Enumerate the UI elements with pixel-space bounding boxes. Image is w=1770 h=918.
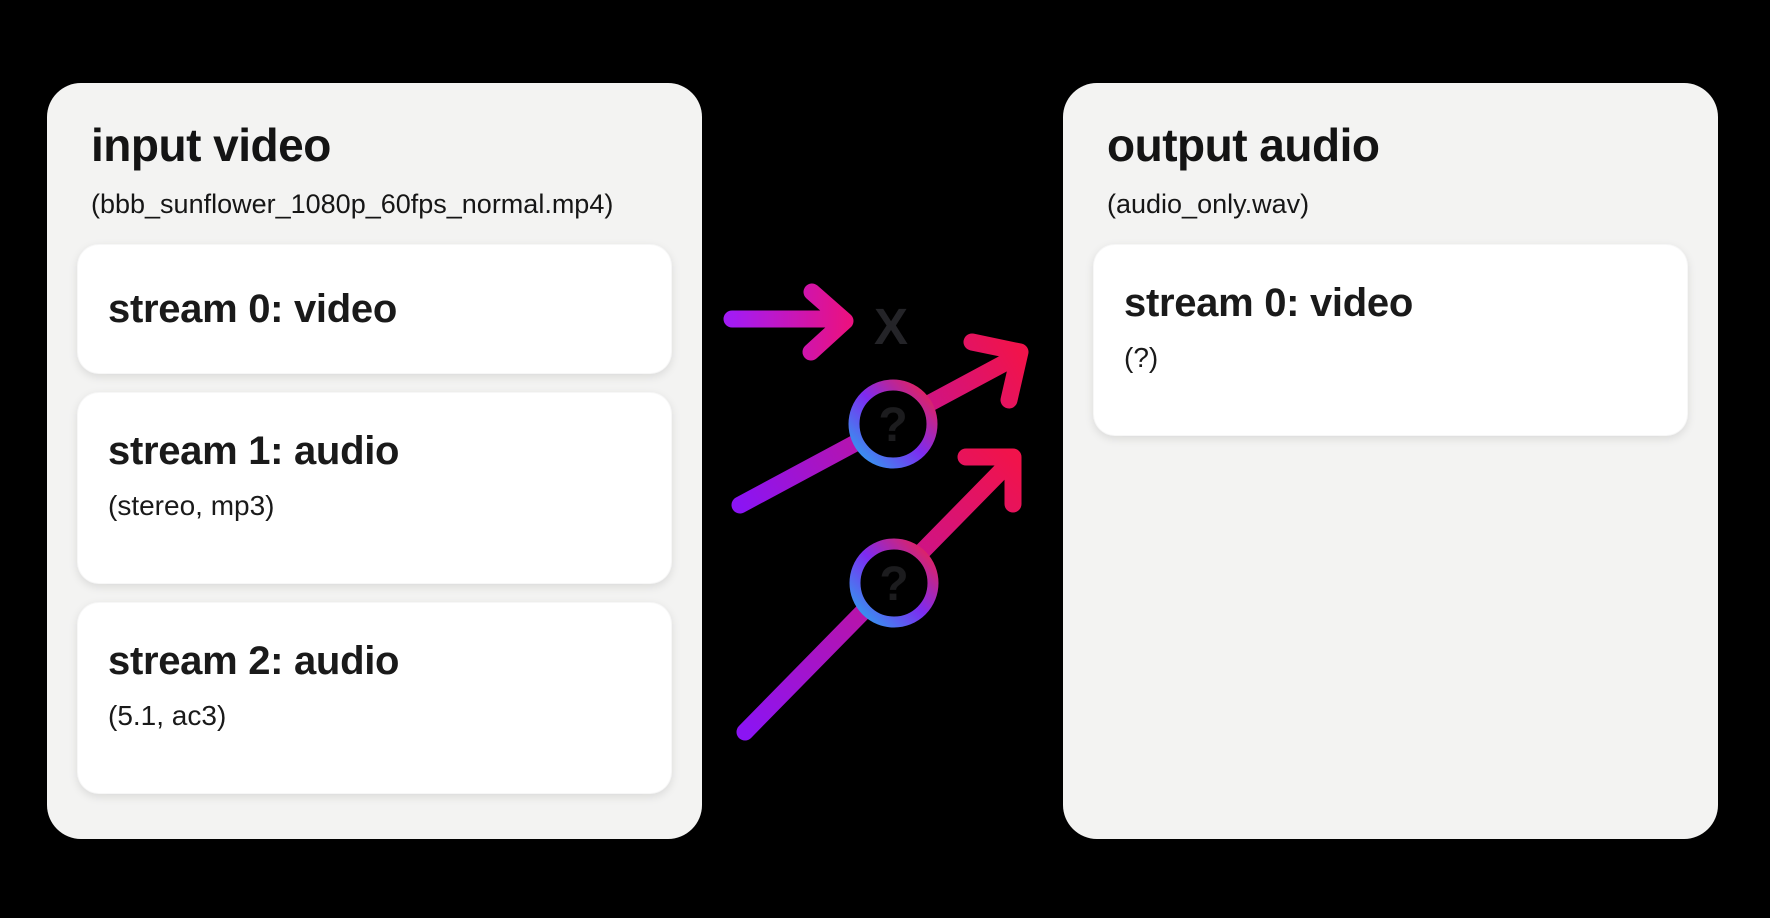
output-audio-panel: output audio (audio_only.wav) stream 0: … xyxy=(1063,83,1718,839)
output-panel-title: output audio xyxy=(1107,119,1380,171)
input-stream-0-card: stream 0: video xyxy=(77,244,672,375)
question-badge-circle-2 xyxy=(849,538,939,628)
arrow-stream2-shaft xyxy=(736,455,1017,741)
arrow-stream1-question xyxy=(731,333,1029,514)
blocked-x-label: X xyxy=(874,298,908,355)
input-panel-title: input video xyxy=(91,119,331,171)
question-mark-2: ? xyxy=(879,558,908,611)
arrow-stream1-shaft xyxy=(731,350,1021,514)
input-video-panel: input video (bbb_sunflower_1080p_60fps_n… xyxy=(47,83,702,839)
arrow-stream2-head xyxy=(957,448,1022,513)
output-stream-0-card: stream 0: video (?) xyxy=(1093,244,1688,437)
arrow-stream1-head xyxy=(963,333,1029,409)
input-stream-1-label: stream 1: audio xyxy=(108,429,400,474)
input-stream-2-detail: (5.1, ac3) xyxy=(108,700,227,732)
arrow-stream0-head xyxy=(802,283,854,361)
output-stream-0-label: stream 0: video xyxy=(1124,281,1413,326)
input-panel-filename: (bbb_sunflower_1080p_60fps_normal.mp4) xyxy=(91,188,614,219)
output-panel-filename: (audio_only.wav) xyxy=(1107,188,1310,219)
question-badge-circle-1 xyxy=(848,379,938,469)
question-mark-1: ? xyxy=(878,399,907,452)
arrow-stream2-question xyxy=(736,448,1022,741)
input-stream-2-card: stream 2: audio (5.1, ac3) xyxy=(77,602,672,795)
input-stream-1-card: stream 1: audio (stereo, mp3) xyxy=(77,392,672,585)
input-stream-0-label: stream 0: video xyxy=(108,286,397,331)
output-stream-0-detail: (?) xyxy=(1124,342,1159,374)
arrow-stream0-blocked xyxy=(723,283,854,361)
input-stream-2-label: stream 2: audio xyxy=(108,639,400,684)
input-stream-1-detail: (stereo, mp3) xyxy=(108,490,275,522)
